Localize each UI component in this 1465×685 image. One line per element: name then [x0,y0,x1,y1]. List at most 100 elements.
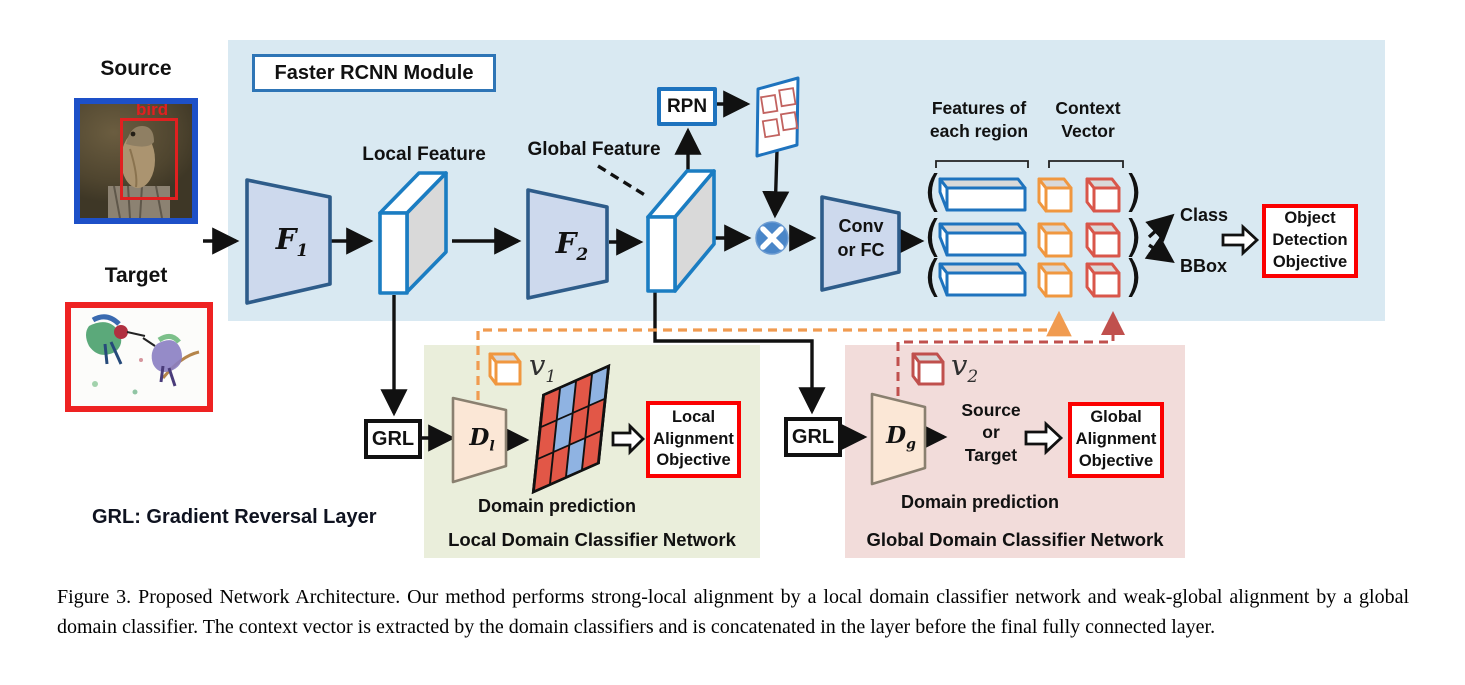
features-label-line: Features of [931,98,1027,118]
grid-cell-red [535,453,553,490]
proposals-to-multiply-arrow [762,149,790,219]
feature-slab-row1 [938,177,1027,212]
conv-fc-trapezoid [820,195,901,292]
paren-open-row1: ( [924,166,942,217]
global-domain-prediction-label: Domain prediction [900,492,1059,512]
output-line: or [982,422,1000,443]
objective-line: Global [1090,408,1142,427]
grid-cell-blue [557,382,575,419]
context-cubes-orange [1037,177,1073,298]
features-label-line: each region [929,120,1029,141]
target-image [65,302,213,412]
global-feature-slab [646,169,716,293]
target-label: Target [104,264,168,287]
f1-sub: 1 [296,240,309,261]
block-arrows [611,223,1260,456]
output-line: Target [964,444,1018,465]
to-class-arrow [1145,213,1175,243]
local-domain-prediction-label: Domain prediction [477,496,636,516]
v1-sub: 1 [545,366,557,387]
feature-slab-row3 [938,262,1027,297]
grid-cell-red [551,446,569,483]
class-label: Class [1180,205,1229,225]
grid-cell-red [570,407,588,444]
grl-note: GRL: Gradient Reversal Layer [92,506,377,528]
dl-sub: l [489,438,495,455]
output-line: Source [961,400,1021,420]
global-feature-pointer-dashed [597,164,649,199]
conv-or-fc-label: Conv or FC [826,214,896,263]
dg-trapezoid [870,392,927,486]
figure-caption: Figure 3. Proposed Network Architecture.… [57,586,1409,638]
source-bbox-label: bird [136,100,169,119]
local-context-dashed-route [476,310,1072,400]
objective-line: Local [671,407,716,426]
backbone-trapezoids [245,178,901,305]
red-cube-row3 [1085,262,1121,298]
classifier-trapezoids [451,392,927,486]
f2-label: F2 [542,226,602,265]
source-bird-art [108,126,170,218]
grid-cell-red [538,421,556,458]
dg-base: D [886,422,907,449]
conv-line: or FC [837,240,885,261]
globalfeature-to-grl-elbow-arrow [653,292,826,415]
dl-base: D [469,424,490,451]
f1-trapezoid [245,178,332,305]
grl-box-global: GRL [784,417,842,457]
dg-label: Dg [881,422,921,453]
v2-sub: 2 [967,366,979,387]
local-alignment-objective-box: Local Alignment Objective [646,401,741,478]
objective-line: Alignment [1075,430,1157,449]
grid-cell-red [583,432,601,469]
v1-cube [488,352,522,386]
objective-line: Alignment [653,429,734,448]
global-domain-classifier-title: Global Domain Classifier Network [866,529,1164,550]
to-bbox-arrow [1144,236,1175,263]
source-label: Source [100,57,172,80]
region-feature-slabs [938,177,1027,297]
global-alignment-objective-box: Global Alignment Objective [1068,402,1164,478]
objective-line: Objective [1272,252,1348,271]
objective-line: Object [1284,209,1336,228]
f1-label: F1 [262,222,322,261]
paren-close-row2: ) [1125,211,1143,262]
grid-cell-red [586,400,604,437]
v2-cube [911,352,945,386]
grid-cell-blue [589,368,607,405]
source-image: bird [74,98,198,224]
region-proposals-card [755,76,800,158]
local-block-arrow [611,422,645,456]
source-bird-bbox [120,118,178,200]
local-domain-classifier-title: Local Domain Classifier Network [448,529,736,550]
source-or-target-output: Source or Target [950,399,1032,466]
f2-sub: 2 [576,244,589,265]
objective-line: Objective [656,451,731,470]
conv-line: Conv [838,216,884,236]
paren-open-row2: ( [924,211,942,262]
detection-block-arrow [1221,223,1260,257]
f2-trapezoid [526,188,609,300]
object-detection-objective-box: Object Detection Objective [1262,204,1358,278]
v1-label: v1 [529,348,556,387]
faster-rcnn-module-title: Faster RCNN Module [252,54,496,92]
orange-cube-row1 [1037,177,1073,213]
paren-open-row3: ( [924,251,942,302]
target-birds-art [86,314,200,395]
proposal-boxes [760,87,799,139]
features-bracket [935,160,1029,168]
global-block-arrow [1024,420,1064,456]
red-cube-row2 [1085,222,1121,258]
bbox-label: BBox [1180,256,1228,276]
context-cubes-red [1085,177,1121,298]
grid-cell-blue [567,439,585,476]
rpn-box: RPN [657,87,717,126]
dg-sub: g [906,436,916,453]
grid-cell-red [541,389,559,426]
features-of-each-region-label: Features of each region [916,97,1042,143]
dl-trapezoid [451,396,508,484]
v1-base: v [529,348,546,382]
multiply-icon [755,221,789,255]
